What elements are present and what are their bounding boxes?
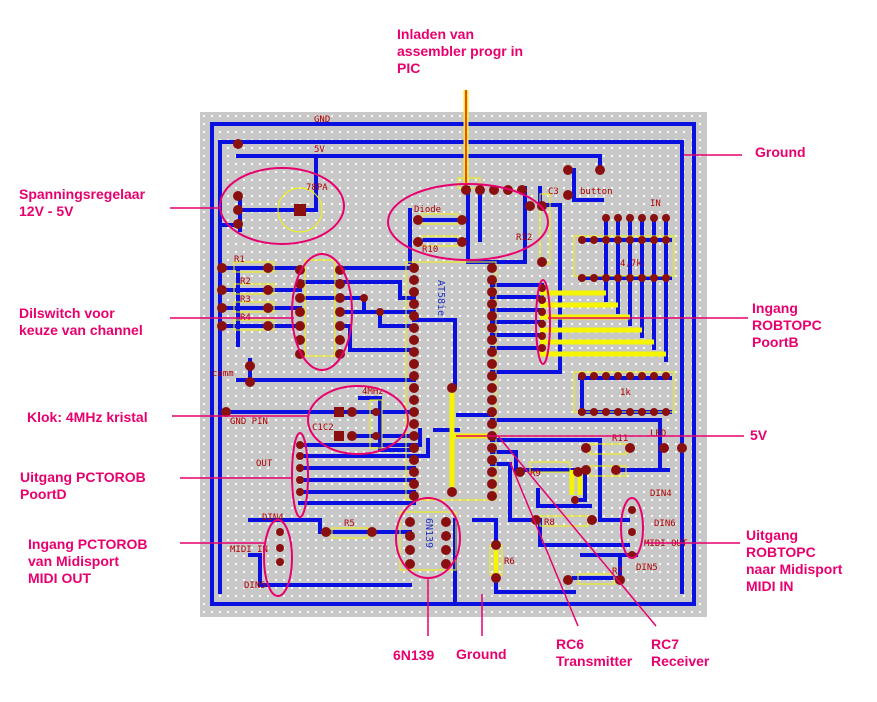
label-4mhz: 4MHz — [362, 387, 384, 397]
label-r3: R3 — [240, 295, 251, 305]
label-4-7k: 4,7k — [620, 259, 642, 269]
label-comm: comm — [212, 369, 234, 379]
label-r5: R5 — [344, 519, 355, 529]
label-optocoupler: 6N139 — [423, 518, 434, 548]
label-r9: R9 — [530, 469, 541, 479]
label-1k: 1k — [620, 388, 631, 398]
label-gnd: GND — [314, 115, 330, 125]
callout-ingang-robtopc: Ingang ROBTOPC PoortB — [752, 300, 822, 350]
callout-rc6: RC6 Transmitter — [556, 636, 633, 669]
label-r10: R10 — [422, 245, 438, 255]
label-out: OUT — [256, 459, 273, 469]
label-din4-right: DIN4 — [650, 489, 672, 499]
callout-uitgang-pctorob: Uitgang PCTOROB PoortD — [20, 469, 146, 502]
callout-uitgang-robtopc: Uitgang ROBTOPC naar Midisport MIDI IN — [746, 527, 843, 594]
callout-leaders — [170, 90, 748, 636]
label-r1: R1 — [234, 255, 245, 265]
label-c1c2: C1C2 — [312, 423, 334, 433]
label-gnd-pin: GND PIN — [230, 417, 268, 427]
label-led: LED — [650, 429, 666, 439]
callout-dilswitch: Dilswitch voor keuze van channel — [19, 305, 143, 338]
label-din5-left: DIN5 — [244, 581, 266, 591]
label-r8: R8 — [544, 518, 555, 528]
callout-ingang-pctorob: Ingang PCTOROB van Midisport MIDI OUT — [28, 536, 148, 586]
callout-spanningsregelaar: Spanningsregelaar 12V - 5V — [19, 186, 146, 219]
callout-rc7: RC7 Receiver — [651, 636, 710, 669]
silkscreen-labels: GND 5V 78PA Diode C3 button IN 4,7k 1k R… — [212, 115, 688, 591]
label-r2: R2 — [240, 277, 251, 287]
callout-ground-bottom: Ground — [456, 646, 507, 662]
label-din6-right: DIN6 — [654, 519, 676, 529]
callout-inladen: Inladen van assembler progr in PIC — [397, 26, 524, 76]
label-din5-right: DIN5 — [636, 563, 658, 573]
callout-5v: 5V — [750, 427, 768, 443]
label-regulator: 78PA — [306, 183, 328, 193]
label-diode: Diode — [414, 205, 441, 215]
label-main-chip: AT58ier — [435, 280, 446, 322]
label-r12: R12 — [516, 233, 532, 243]
label-5v: 5V — [314, 145, 325, 155]
solder-pads — [217, 139, 687, 585]
label-c3: C3 — [548, 187, 559, 197]
label-r7: R7 — [612, 567, 623, 577]
label-midi-out: MIDI OUT — [644, 539, 688, 549]
label-midi-in: MIDI IN — [230, 545, 268, 555]
label-din4-left: DIN4 — [262, 513, 284, 523]
callout-klok: Klok: 4MHz kristal — [27, 409, 148, 425]
label-button: button — [580, 187, 613, 197]
label-r11: R11 — [612, 434, 628, 444]
label-r6: R6 — [504, 557, 515, 567]
callout-ground-top: Ground — [755, 144, 806, 160]
callout-6n139: 6N139 — [393, 647, 435, 663]
label-in: IN — [650, 199, 661, 209]
